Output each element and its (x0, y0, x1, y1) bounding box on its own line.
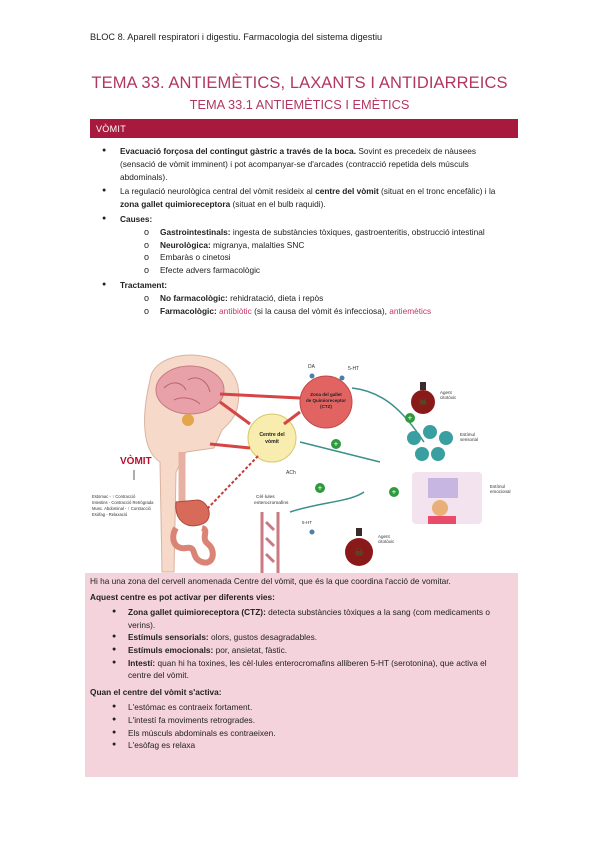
main-content: ● Evacuació forçosa del contingut gàstri… (90, 145, 510, 317)
svg-text:(CTZ): (CTZ) (320, 404, 332, 409)
svg-text:emocional: emocional (490, 489, 511, 494)
sub-list-item: o Neurològica: migranya, malalties SNC (144, 239, 305, 250)
svg-text:sensorial: sensorial (460, 437, 478, 442)
bullet-icon: ● (102, 147, 107, 154)
list-item: ● L'intestí fa moviments retrogrades. (112, 714, 256, 725)
ach-label: ACh (286, 470, 296, 476)
sub-list-item: o Gastrointestinals: ingesta de substànc… (144, 226, 485, 237)
svg-text:☠: ☠ (354, 547, 364, 559)
svg-text:enterocromafins: enterocromafins (254, 500, 289, 506)
cytotoxic-agent-icon: ☠ (411, 382, 435, 414)
bullet-icon: ● (112, 741, 117, 749)
circle-bullet-icon: o (144, 226, 150, 237)
page-title: TEMA 33. ANTIEMÈTICS, LAXANTS I ANTIDIAR… (91, 74, 508, 92)
sensory-stimulus-icons (407, 425, 453, 461)
list-item: ● La regulació neurològica central del v… (102, 186, 496, 210)
plus-icon: + (315, 483, 325, 493)
plus-icon: + (331, 439, 341, 449)
svg-text:citotòxic: citotòxic (378, 539, 395, 544)
svg-text:+: + (408, 414, 413, 423)
circle-bullet-icon: o (144, 252, 150, 263)
bullet-icon: ● (112, 645, 117, 653)
svg-text:+: + (334, 440, 339, 449)
bullet-icon: ● (112, 658, 117, 666)
list-item: ● Tractament: (102, 279, 168, 290)
summary-box (85, 573, 518, 777)
ctz-circle (299, 375, 353, 429)
svg-text:Estímul: Estímul (460, 432, 475, 437)
list-item: ● L'estómac es contraeix fortament. (112, 702, 253, 713)
svg-text:de Quimioreceptor: de Quimioreceptor (306, 398, 346, 403)
vomit-label: VÒMIT (120, 454, 152, 467)
summary-when-title: Quan el centre del vòmit s'activa: (90, 686, 222, 697)
sub-list-item: o Farmacològic: antibiòtic (si la causa … (144, 305, 432, 316)
effect-text: Intestins - Contracció Retrògrada (92, 500, 154, 505)
intestines (170, 525, 216, 566)
agent-label: Agent (440, 390, 453, 395)
list-item: ● Estímuls emocionals: por, ansietat, fà… (112, 644, 288, 655)
stomach (175, 499, 210, 527)
sub-list-item: o Embaràs o cinetosi (144, 252, 231, 263)
bullet-icon: ● (102, 214, 107, 222)
emotional-stimulus-illustration (412, 472, 482, 524)
da-label: DA (308, 364, 316, 370)
summary-box-content: Hi ha una zona del cervell anomenada Cen… (90, 575, 510, 752)
svg-text:+: + (318, 484, 323, 493)
svg-text:vòmit: vòmit (265, 439, 279, 445)
summary-intro: Hi ha una zona del cervell anomenada Cen… (90, 576, 451, 586)
plus-icon: + (405, 413, 415, 423)
vomit-centre-circle (247, 413, 297, 463)
section-heading: VÒMIT (90, 119, 518, 138)
bullet-icon: ● (102, 187, 107, 195)
effect-text: Esòfag - Relaxació (92, 512, 128, 517)
intestinal-wall (260, 512, 280, 574)
effect-text: Estomac - ↑ Contracció (92, 494, 136, 499)
page-header: BLOC 8. Aparell respiratori i digestiu. … (90, 32, 383, 42)
sub-list-item: o No farmacològic: rehidratació, dieta i… (144, 292, 324, 303)
list-item: ● Els músculs abdominals es contraeixen. (112, 727, 276, 738)
cytotoxic-agent-icon: ☠ (345, 528, 373, 566)
svg-text:Zona del gallet: Zona del gallet (310, 392, 342, 397)
bullet-icon: ● (112, 728, 117, 736)
circle-bullet-icon: o (144, 292, 150, 303)
page-subtitle: TEMA 33.1 ANTIEMÈTICS I EMÈTICS (189, 97, 410, 112)
bullet-icon: ● (112, 715, 117, 723)
5ht-label: 5-HT (348, 366, 359, 372)
plus-icon: + (389, 487, 399, 497)
svg-text:citotòxic: citotòxic (440, 395, 457, 400)
svg-text:5-HT: 5-HT (302, 520, 312, 525)
svg-text:☠: ☠ (419, 397, 428, 408)
svg-text:+: + (392, 488, 397, 497)
list-item: ● Intestí: quan hi ha toxines, les cèl·l… (112, 657, 487, 681)
vomit-pathway-figure: VÒMIT Estomac - ↑ Contracció Intestins -… (90, 352, 518, 574)
list-item: ● Evacuació forçosa del contingut gàstri… (102, 146, 477, 182)
bullet-icon: ● (112, 703, 117, 711)
sub-list-item: o Efecte advers farmacològic (144, 265, 261, 276)
bullet-icon: ● (102, 280, 107, 288)
cells-label: Cèl·lules (256, 494, 275, 500)
svg-text:Centre del: Centre del (259, 432, 285, 438)
svg-text:Estímul: Estímul (490, 484, 505, 489)
brain (155, 365, 225, 415)
circle-bullet-icon: o (144, 239, 150, 250)
list-item: ● Zona gallet quimioreceptora (CTZ): det… (112, 607, 490, 630)
summary-ways-title: Aquest centre es pot activar per diferen… (90, 591, 275, 602)
list-item: ● Estímuls sensorials: olors, gustos des… (112, 632, 318, 643)
list-item: ● L'esòfag es relaxa (112, 740, 196, 751)
bullet-icon: ● (112, 633, 117, 641)
list-item: ● Causes: (102, 213, 153, 224)
svg-text:Agent: Agent (378, 534, 391, 539)
circle-bullet-icon: o (144, 265, 150, 276)
bullet-icon: ● (112, 608, 117, 616)
effect-text: Musc. Abdominal - ↑ Contracció (92, 506, 152, 511)
circle-bullet-icon: o (144, 305, 150, 316)
brainstem (182, 414, 194, 426)
